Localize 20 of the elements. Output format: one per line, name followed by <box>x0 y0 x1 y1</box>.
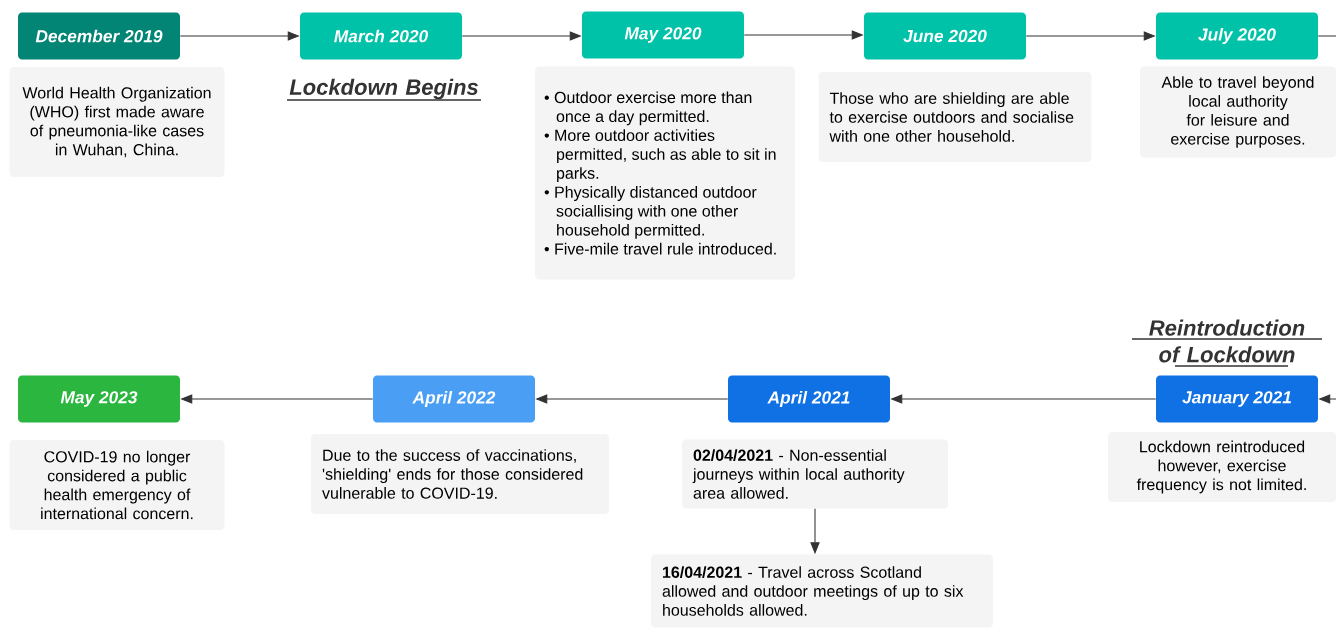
description-box: Able to travel beyond local authority for leisure and exercise purposes. <box>1140 66 1336 158</box>
date-box: December 2019 <box>18 12 180 60</box>
description-box: Those who are shielding are able to exercise outdoors and socialise with one other household. <box>818 72 1092 162</box>
date-box: April 2021 <box>728 375 890 423</box>
description-box: 02/04/2021 - Non-essential journeys within local authority area allowed. <box>682 439 948 509</box>
heading: Reintroduction of Lockdown <box>1131 319 1323 367</box>
date-box: April 2022 <box>373 375 535 423</box>
date-box: January 2021 <box>1156 375 1318 423</box>
date-box: June 2020 <box>864 12 1026 60</box>
description-box: • Outdoor exercise more than once a day permitted. • More outdoor activities permitted, such as able to sit in parks. • Physically distanced outdoor sociallising with one other household permitted. • Five-mile travel rule introduced. <box>535 66 795 280</box>
description-box: Due to the success of vaccinations, 'shielding' ends for those considered vulnerable to COVID-19. <box>311 434 609 514</box>
date-box: July 2020 <box>1156 12 1318 60</box>
description-box: 16/04/2021 - Travel across Scotland allowed and outdoor meetings of up to six households allowed. <box>651 554 993 628</box>
date-box: May 2020 <box>582 11 744 59</box>
description-box: COVID-19 no longer considered a public health emergency of international concern. <box>9 440 225 530</box>
description-box: World Health Organization (WHO) first made aware of pneumonia-like cases in Wuhan, China. <box>9 67 225 177</box>
heading: Lockdown Begins <box>286 78 482 101</box>
date-box: May 2023 <box>18 375 180 423</box>
description-box: Lockdown reintroduced however, exercise frequency is not limited. <box>1108 432 1336 502</box>
date-box: March 2020 <box>300 12 462 60</box>
